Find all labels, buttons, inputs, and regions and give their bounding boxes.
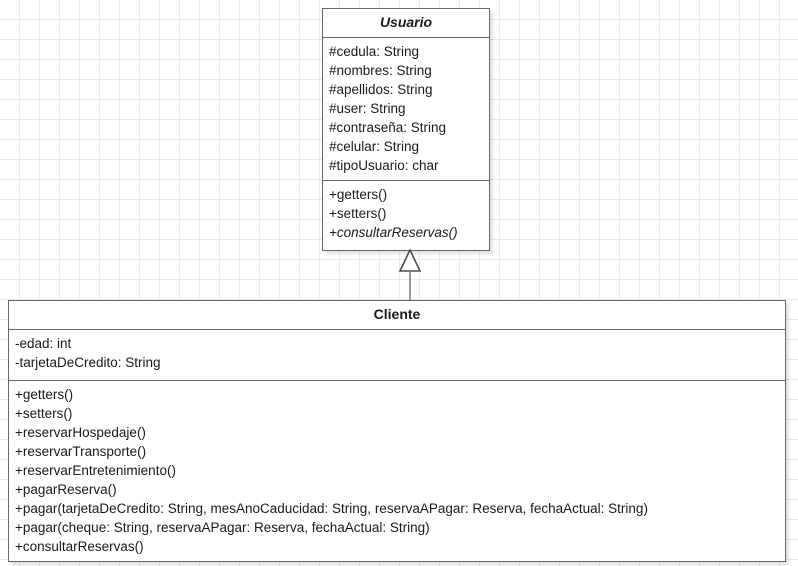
uml-operation: +setters(): [15, 405, 73, 421]
uml-operation: +getters(): [15, 386, 74, 402]
uml-operation: +reservarTransporte(): [15, 443, 147, 459]
uml-operation: +pagar(tarjetaDeCredito: String, mesAnoC…: [15, 500, 648, 516]
uml-class-usuario-operations: +getters() +setters() +consultarReservas…: [323, 181, 489, 250]
uml-operation: +pagar(cheque: String, reservaAPagar: Re…: [15, 519, 430, 535]
uml-class-usuario-title: Usuario: [323, 9, 489, 38]
uml-attribute: #tipoUsuario: char: [329, 157, 439, 173]
uml-class-cliente-operations: +getters() +setters() +reservarHospedaje…: [9, 381, 785, 561]
uml-operation: +getters(): [329, 186, 388, 202]
uml-class-cliente-attributes: -edad: int -tarjetaDeCredito: String: [9, 330, 785, 381]
uml-operation: +reservarHospedaje(): [15, 424, 146, 440]
uml-class-usuario-attributes: #cedula: String #nombres: String #apelli…: [323, 38, 489, 181]
uml-attribute: #nombres: String: [329, 62, 432, 78]
hollow-triangle-icon: [398, 249, 422, 272]
uml-operation: +setters(): [329, 205, 387, 221]
uml-attribute: -edad: int: [15, 335, 72, 351]
uml-attribute: #user: String: [329, 100, 406, 116]
uml-attribute: #contraseña: String: [329, 119, 447, 135]
uml-operation: +consultarReservas(): [329, 224, 458, 240]
uml-operation: +pagarReserva(): [15, 481, 117, 497]
uml-class-cliente[interactable]: Cliente -edad: int -tarjetaDeCredito: St…: [8, 300, 786, 562]
uml-operation: +consultarReservas(): [15, 538, 144, 554]
uml-attribute: #cedula: String: [329, 43, 420, 59]
uml-attribute: -tarjetaDeCredito: String: [15, 354, 161, 370]
uml-class-cliente-title: Cliente: [9, 301, 785, 330]
uml-operation: +reservarEntretenimiento(): [15, 462, 176, 478]
uml-class-usuario[interactable]: Usuario #cedula: String #nombres: String…: [322, 8, 490, 251]
uml-attribute: #apellidos: String: [329, 81, 433, 97]
generalization-arrow-cliente-to-usuario[interactable]: [396, 249, 424, 301]
uml-attribute: #celular: String: [329, 138, 420, 154]
